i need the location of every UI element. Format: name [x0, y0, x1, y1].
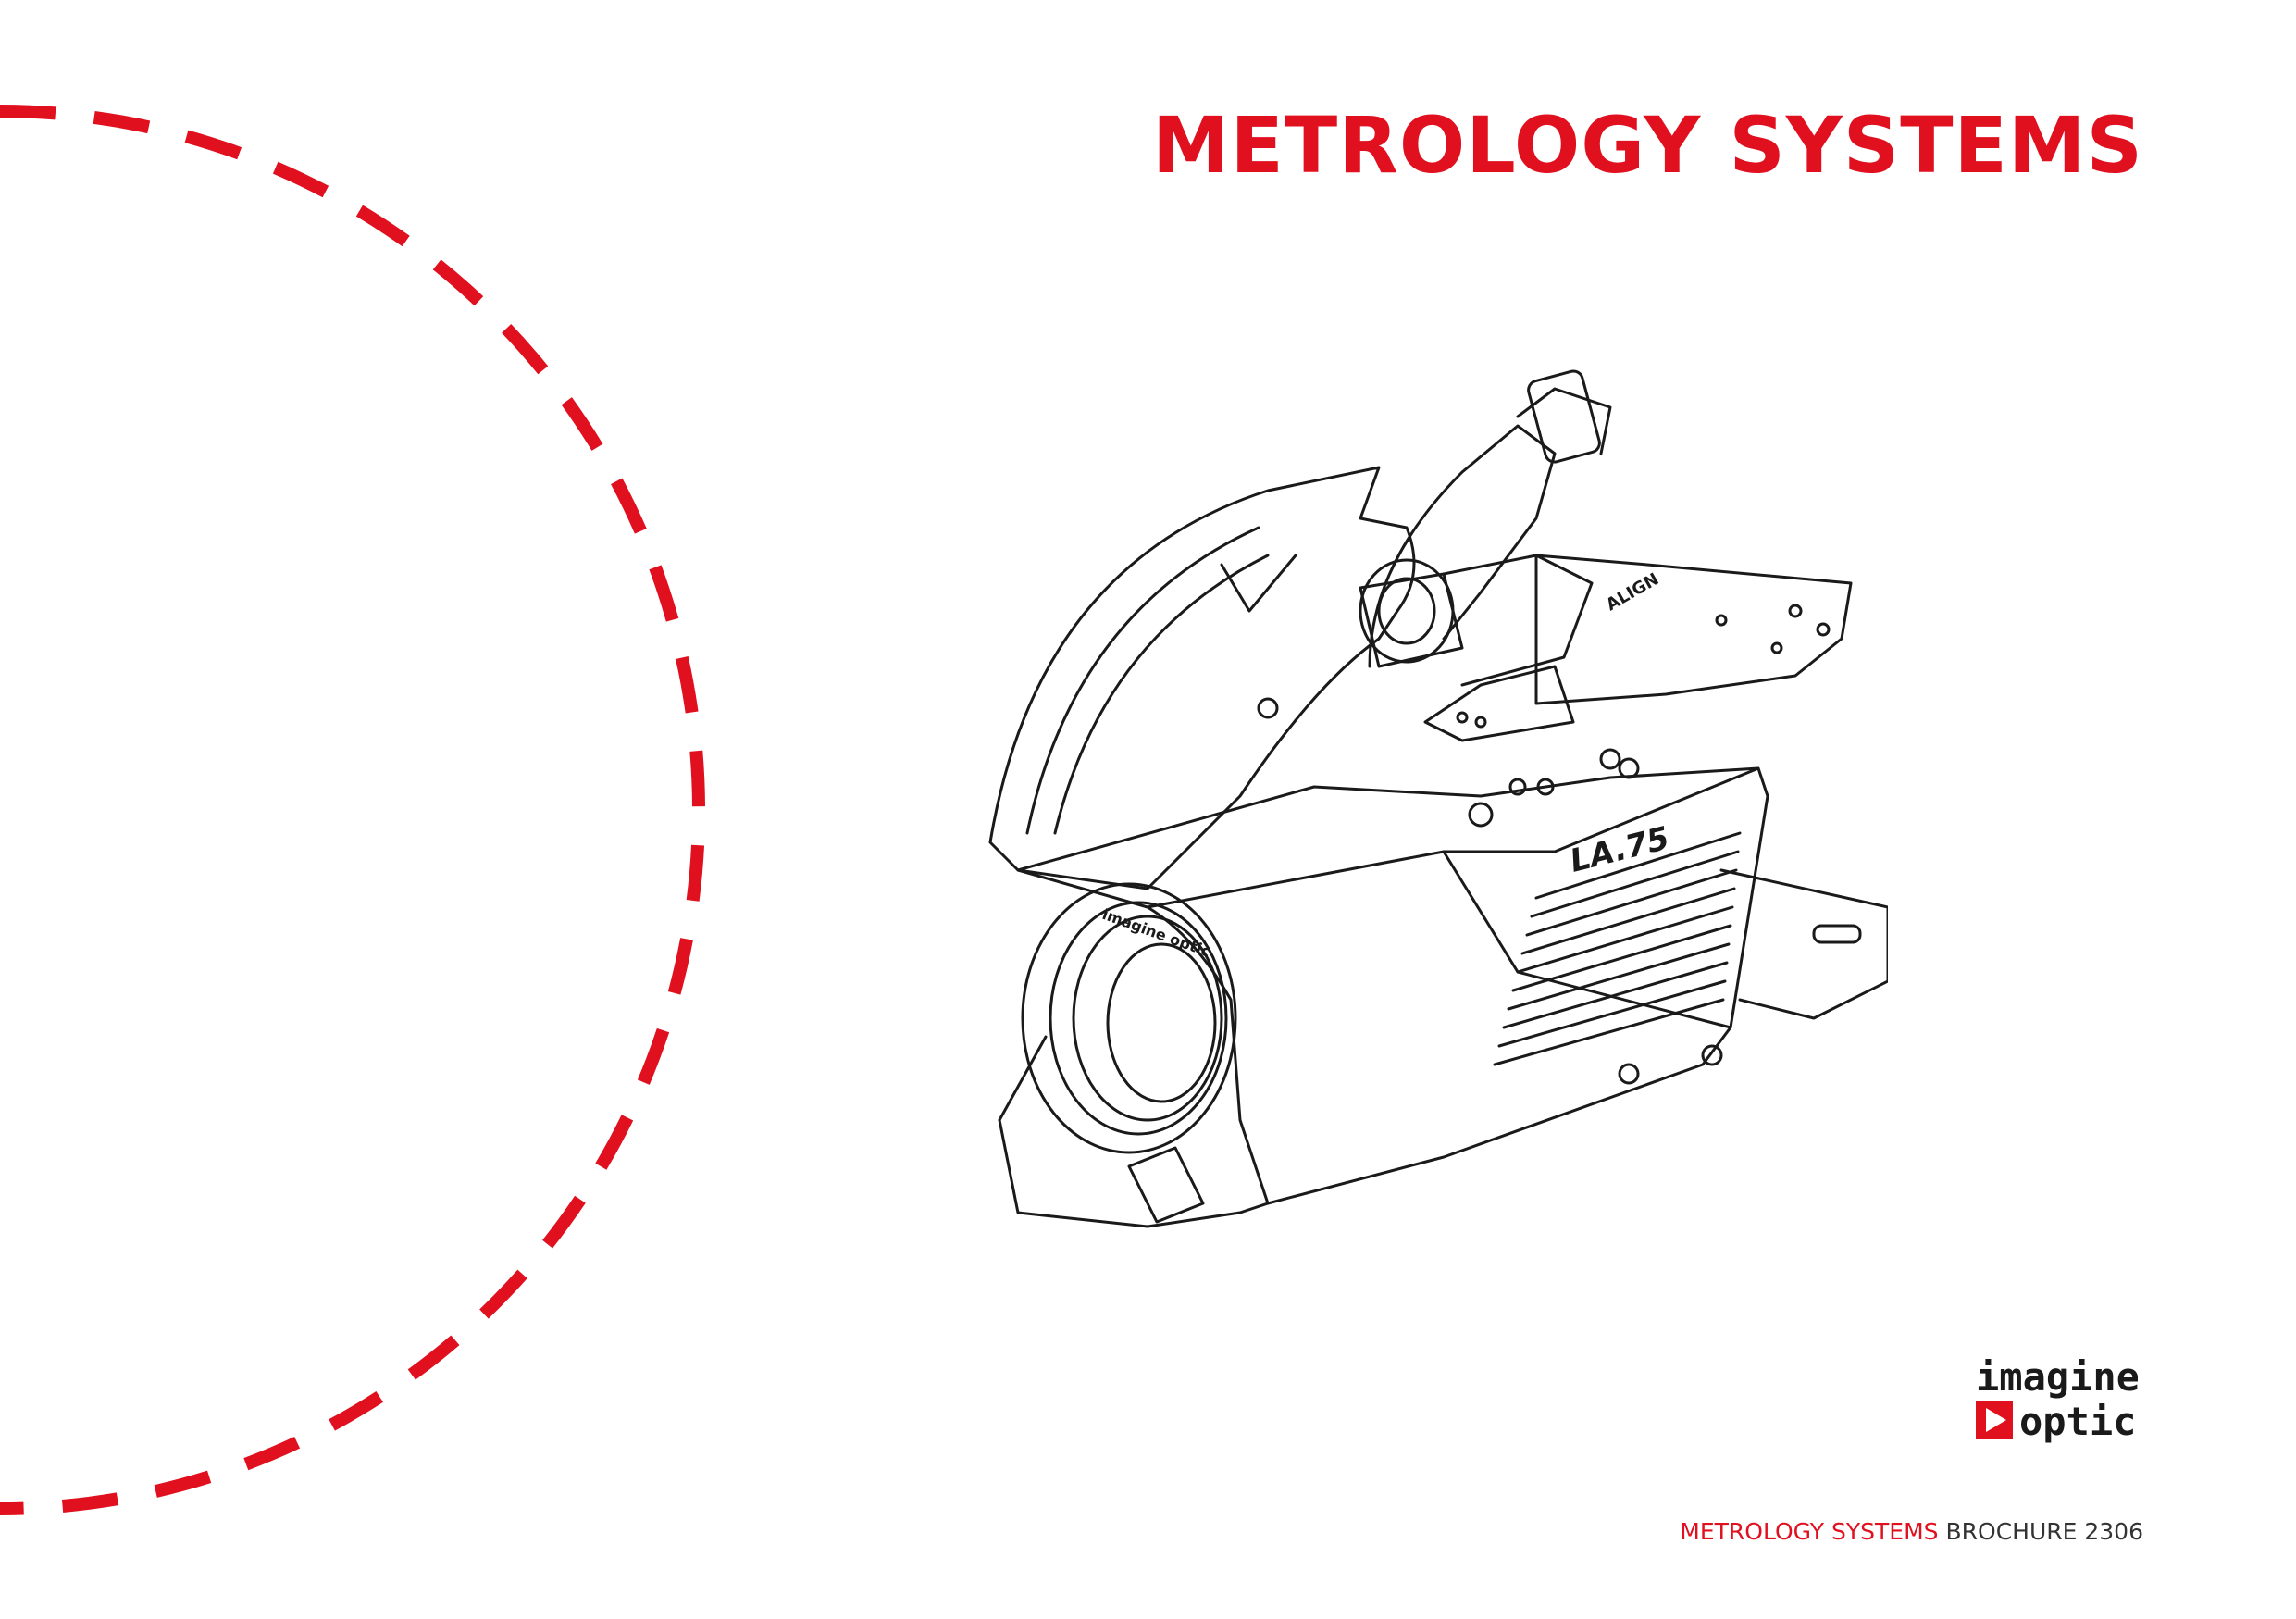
logo-line1: imagine — [1976, 1354, 2138, 1400]
decorative-dashed-arc — [0, 105, 705, 1515]
footer-caption: METROLOGY SYSTEMS BROCHURE 2306 — [1680, 1518, 2143, 1545]
side-label: ALIGN — [1603, 569, 1662, 615]
logo-line2: optic — [2019, 1399, 2136, 1444]
product-illustration: LA.75 ALIGN imagine optic — [988, 369, 1888, 1228]
page-title: METROLOGY SYSTEMS — [1151, 100, 2143, 191]
footer-rest-text: BROCHURE 2306 — [1945, 1518, 2144, 1545]
imagine-optic-logo: imagine optic — [1976, 1354, 2138, 1444]
footer-accent-text: METROLOGY SYSTEMS — [1680, 1518, 1939, 1545]
play-arrow-icon — [1986, 1408, 2006, 1432]
